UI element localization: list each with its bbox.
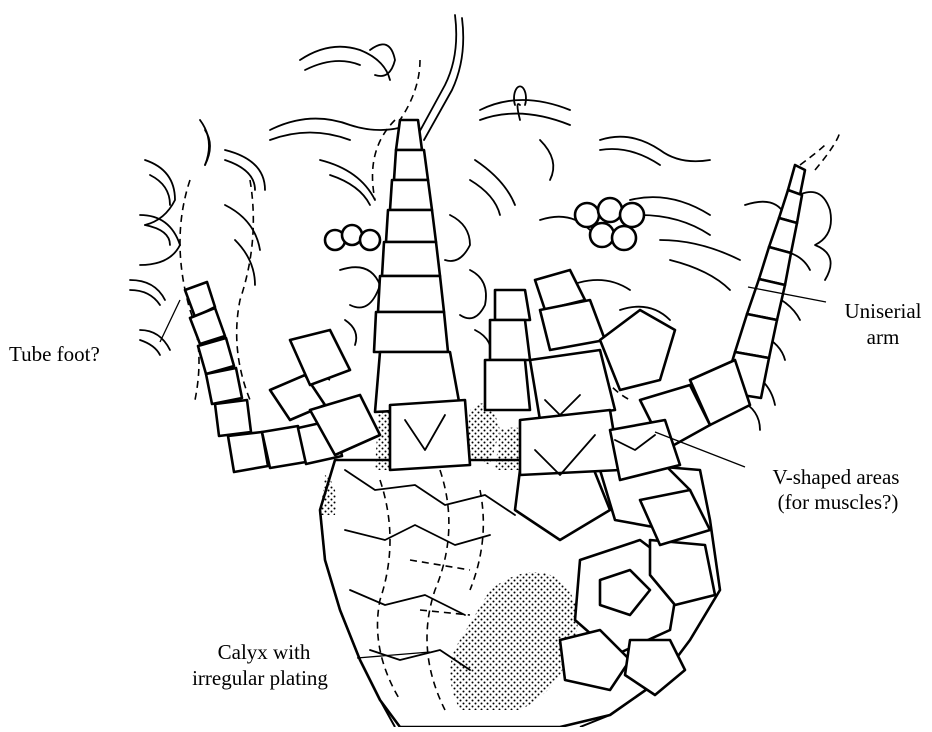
- label-uniserial-arm-line1: Uniserial: [845, 299, 922, 323]
- label-calyx-line1: Calyx with: [218, 640, 311, 664]
- label-v-shaped-line1: V-shaped areas: [773, 465, 900, 489]
- label-calyx-line2: irregular plating: [192, 666, 328, 690]
- plate-cluster: [325, 198, 644, 250]
- tube-foot-leader: [160, 300, 180, 342]
- label-uniserial-arm-line2: arm: [867, 325, 900, 349]
- label-tube-foot: Tube foot?: [9, 342, 100, 366]
- left-arm: [185, 282, 380, 472]
- label-v-shaped-line2: (for muscles?): [778, 490, 899, 514]
